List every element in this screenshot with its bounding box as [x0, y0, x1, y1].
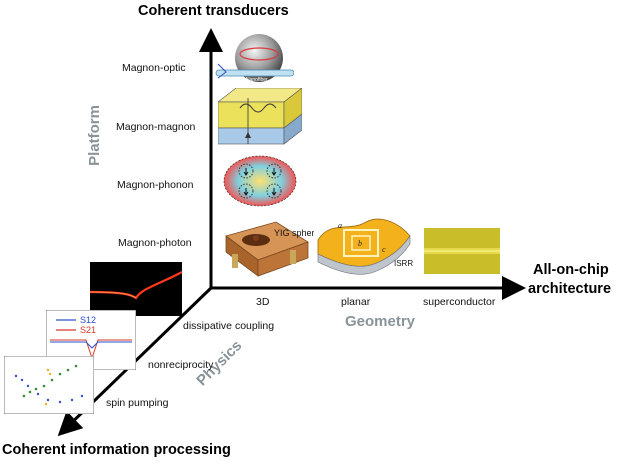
superconductor-chip-illustration: [424, 228, 500, 274]
platform-item-magnon-optic: Magnon-optic: [122, 62, 186, 74]
dissipative-coupling-spectrum: [90, 262, 182, 316]
isrr-text: ISRR: [394, 259, 413, 268]
magnon-optic-illustration: Nanofiber: [215, 34, 294, 83]
platform-item-magnon-magnon: Magnon-magnon: [116, 121, 196, 133]
planar-resonator-illustration: a b c ISRR: [317, 218, 413, 275]
physics-item-dissipative-coupling: dissipative coupling: [183, 320, 275, 332]
resonator-c: c: [382, 245, 386, 254]
platform-item-magnon-phonon: Magnon-phonon: [117, 179, 194, 191]
vertical-axis-title: Coherent transducers: [138, 3, 289, 19]
geometry-item-3d: 3D: [256, 296, 270, 308]
s12-text: S12: [80, 315, 96, 325]
spin-pumping-scatter-plot: [4, 356, 94, 414]
horizontal-axis-title-line1: All-on-chip: [533, 262, 609, 278]
s21-text: S21: [80, 325, 96, 335]
diagonal-axis-title: Coherent information processing: [2, 442, 231, 458]
nonreciprocity-s-parameter-plot: S12 S21: [46, 310, 136, 370]
platform-item-magnon-photon: Magnon-photon: [118, 237, 192, 249]
geometry-item-planar: planar: [341, 296, 371, 308]
geometry-item-superconductor: superconductor: [423, 296, 496, 308]
copper-cavity-illustration: YIG sphere: [225, 221, 314, 277]
physics-item-spin-pumping: spin pumping: [106, 397, 169, 409]
yig-sphere-text: YIG sphere: [274, 228, 314, 238]
magnon-phonon-illustration: [223, 155, 297, 207]
horizontal-axis-title-line2: architecture: [528, 281, 612, 297]
resonator-b: b: [358, 239, 362, 248]
physics-item-nonreciprocity: nonreciprocity: [148, 359, 214, 371]
nanofiber-text: Nanofiber: [246, 77, 268, 83]
geometry-label: Geometry: [345, 313, 416, 330]
platform-label: Platform: [85, 105, 103, 166]
resonator-a-top: a: [338, 221, 342, 230]
magnon-magnon-illustration: [218, 88, 302, 145]
